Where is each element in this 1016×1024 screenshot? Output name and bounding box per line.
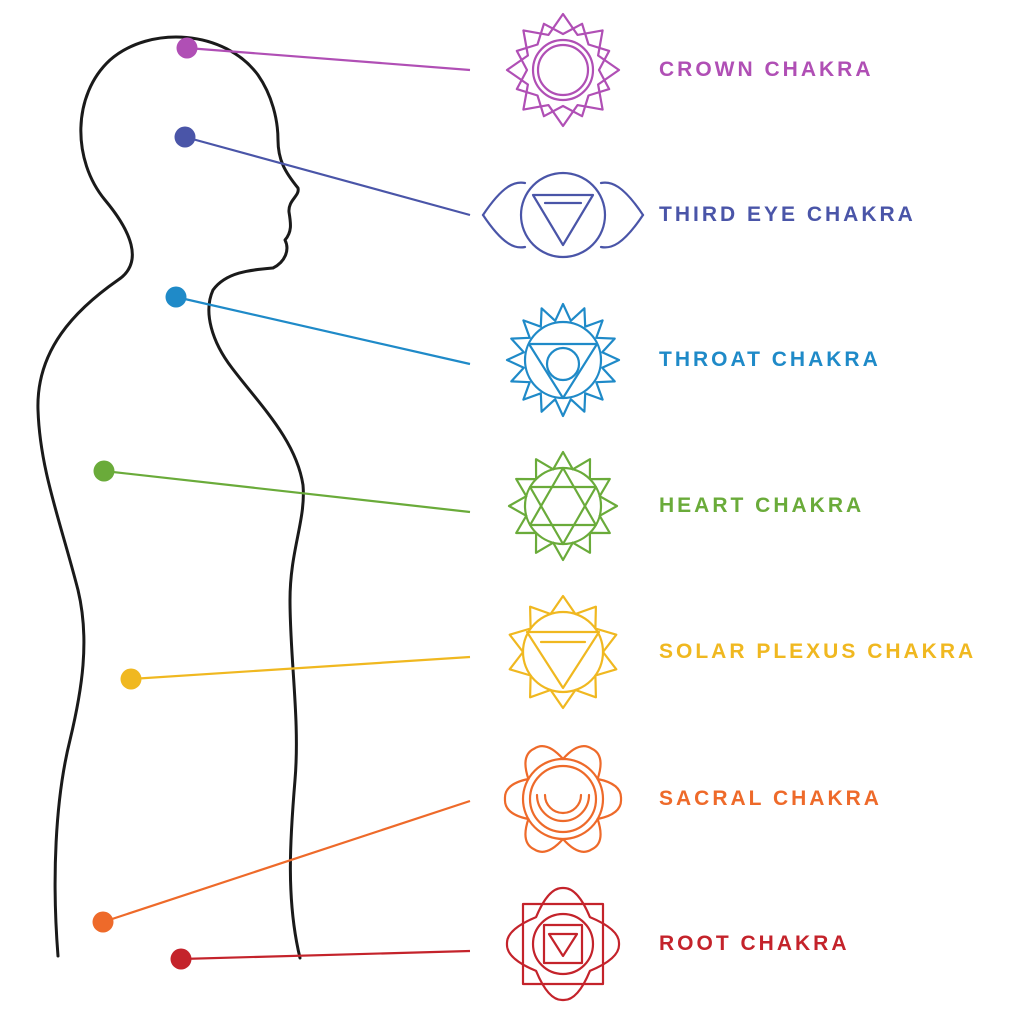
sacral-chakra-label: SACRAL CHAKRA [659, 787, 882, 810]
heart-chakra-label: HEART CHAKRA [659, 494, 865, 517]
root-square-icon [505, 886, 621, 1002]
sacral-chakra-connector-line [102, 799, 471, 924]
solar-plexus-chakra-body-point [120, 668, 142, 690]
throat-chakra-label: THROAT CHAKRA [659, 348, 881, 371]
crown-chakra-connector-line [186, 46, 471, 72]
third-eye-chakra-connector-line [184, 135, 471, 217]
throat-chakra-connector-line [175, 295, 471, 366]
third-eye-chakra-body-point [174, 126, 196, 148]
crown-chakra-body-point [176, 37, 198, 59]
body-silhouette [36, 35, 305, 960]
heart-chakra-connector-line [103, 469, 471, 514]
crown-lotus-icon [505, 12, 621, 128]
throat-chakra-body-point [165, 286, 187, 308]
root-chakra-body-point [170, 948, 192, 970]
sacral-lotus-icon [503, 745, 623, 853]
solar-plexus-chakra-label: SOLAR PLEXUS CHAKRA [659, 640, 977, 663]
solar-plexus-chakra-connector-line [130, 655, 471, 681]
third-eye-icon [481, 171, 645, 259]
sacral-chakra-body-point [92, 911, 114, 933]
throat-lotus-icon [505, 302, 621, 418]
third-eye-chakra-label: THIRD EYE CHAKRA [659, 203, 916, 226]
root-chakra-label: ROOT CHAKRA [659, 932, 850, 955]
heart-hexagram-icon [507, 450, 619, 562]
crown-chakra-label: CROWN CHAKRA [659, 58, 874, 81]
root-chakra-connector-line [180, 949, 471, 961]
solar-plexus-icon [508, 594, 618, 710]
heart-chakra-body-point [93, 460, 115, 482]
